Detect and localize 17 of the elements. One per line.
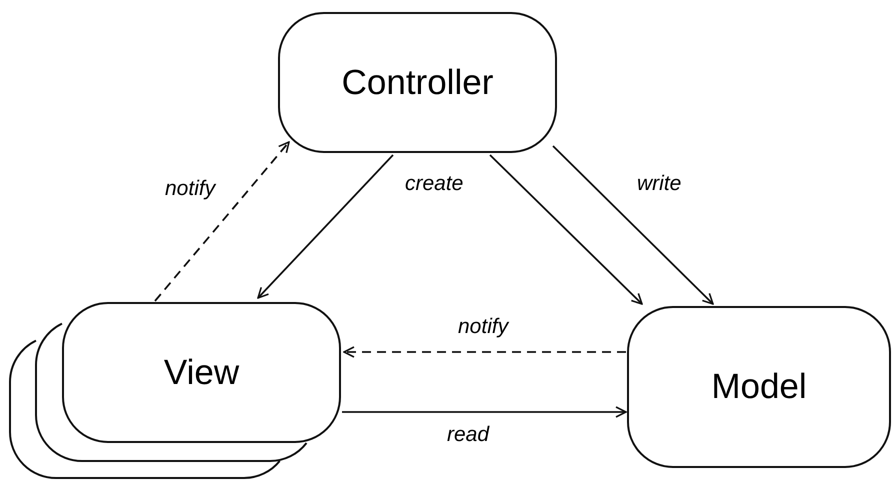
rounded-box [278, 12, 557, 153]
rounded-box [627, 306, 891, 468]
arrow [489, 154, 643, 305]
dashed-arrow [154, 141, 290, 302]
edge-label: create [405, 173, 464, 194]
dashed-arrow [343, 346, 626, 358]
arrow [342, 406, 627, 418]
arrow [257, 154, 394, 299]
node-label: View [164, 352, 240, 394]
rounded-box [62, 302, 341, 443]
edge-label: read [447, 424, 490, 445]
edge-label: notify [165, 178, 216, 199]
edge-label: write [637, 173, 682, 194]
node-label: Model [711, 366, 807, 408]
node-label: Controller [342, 62, 494, 104]
edge-label: notify [458, 316, 508, 337]
arrow [552, 145, 714, 305]
